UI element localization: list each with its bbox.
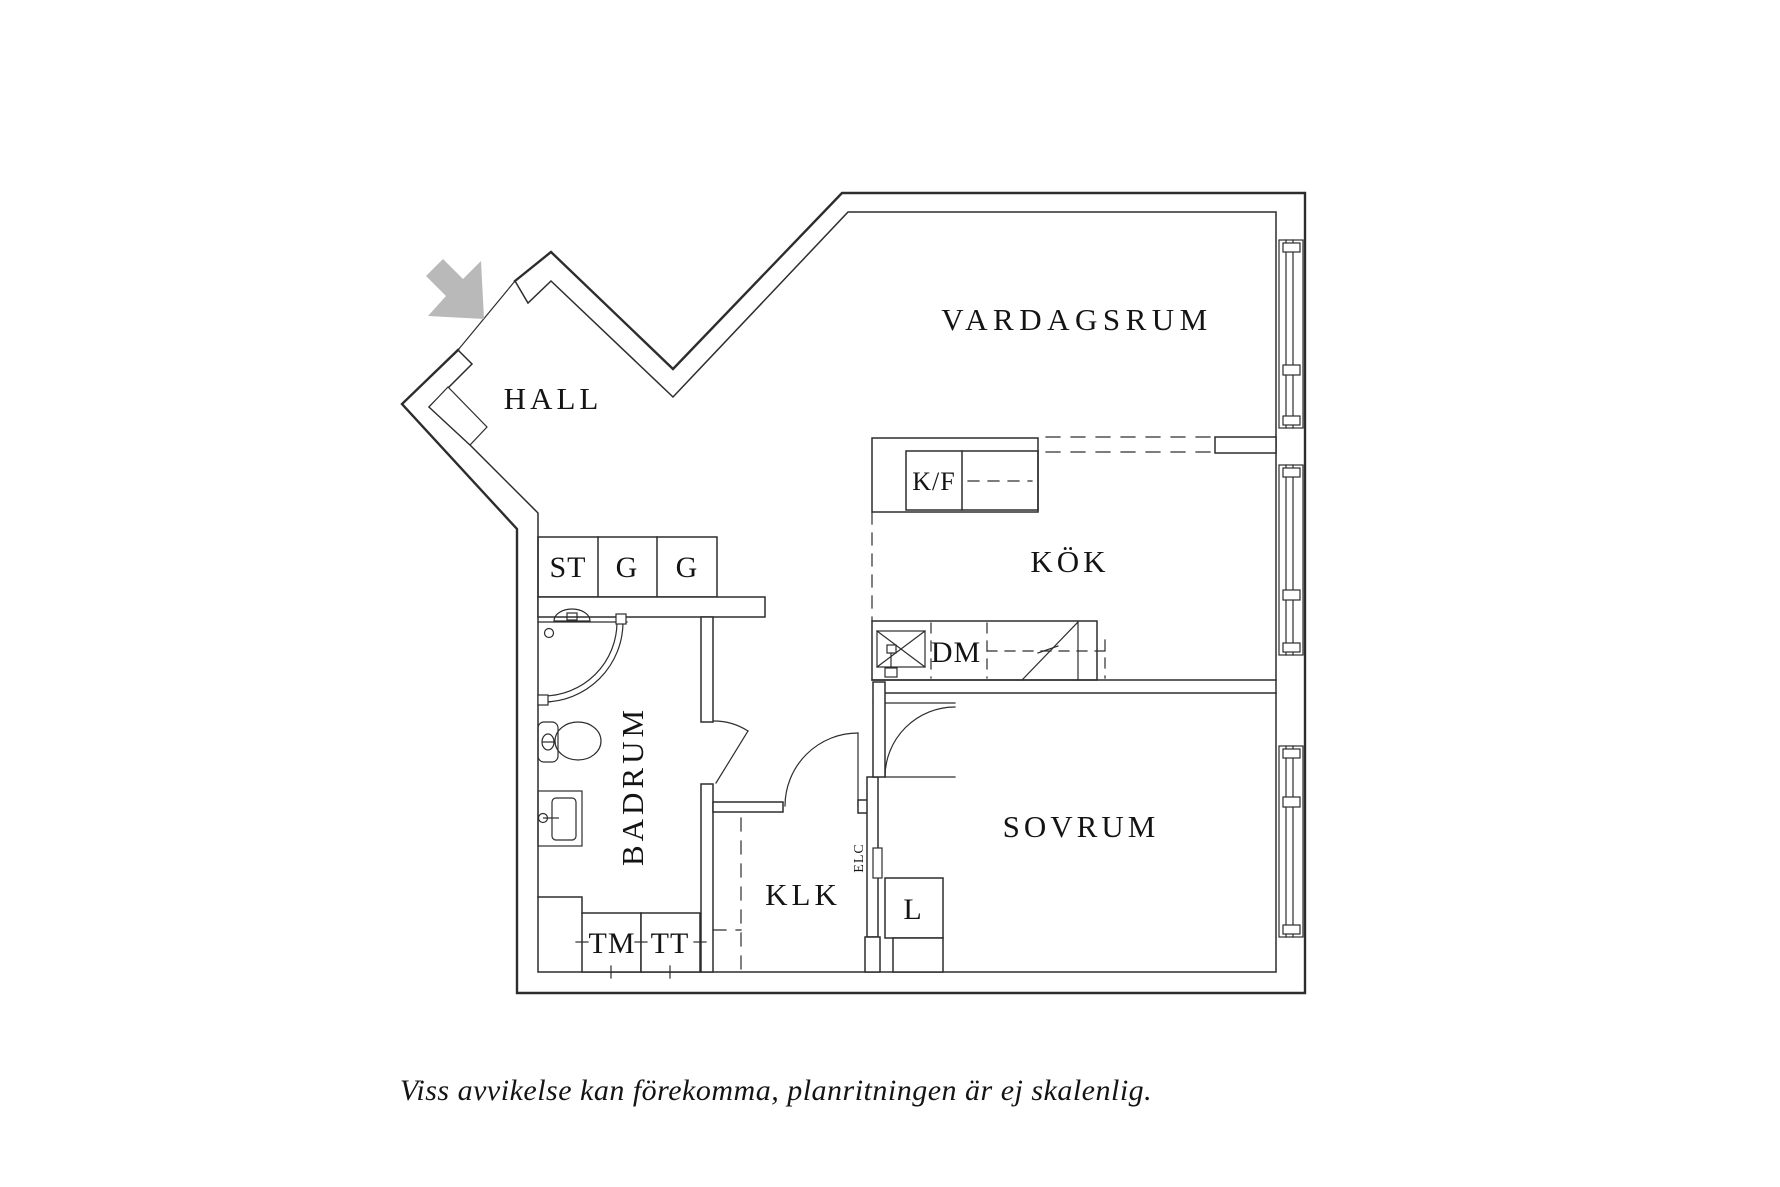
badrum-door-swing [713,720,749,732]
closet-label-g2: G [676,551,699,584]
closet-label-st: ST [549,551,586,584]
appliance-label-tt: TT [651,927,690,960]
closet-label-g1: G [616,551,639,584]
window-vardagsrum [1278,239,1304,429]
fixture-label-dm: DM [931,636,981,669]
closet-l [884,877,944,939]
sovrum-door-swing [884,706,956,778]
window-kok [1278,464,1304,656]
wall-hall-sovrum [872,681,886,778]
entrance-threshold [457,280,516,351]
wall-kok-sovrum [871,679,1277,704]
fixture-label-kf: K/F [912,467,955,496]
room-label-klk: KLK [765,877,841,912]
room-label-kok: KÖK [1030,544,1109,579]
outer-wall-boundary [400,191,1307,995]
entrance-door-leaf [428,386,488,446]
sink-center [886,644,897,654]
badrum-door-leaf [715,730,749,784]
fixture-label-elc: ELC [852,843,867,872]
stove-icon [1021,621,1079,681]
entrance-arrow-icon [426,259,484,319]
room-label-sovrum: SOVRUM [1003,809,1160,844]
wall-klk-notch [864,936,881,973]
partition-vardagsrum-kok [1045,436,1277,454]
window-sovrum [1278,745,1304,938]
wall-badrum-hall-upper [700,616,714,723]
fixture-label-l: L [903,893,922,926]
room-label-badrum: BADRUM [615,706,650,866]
kitchen-counter-kf [871,437,1039,513]
washer-dryer [575,912,707,979]
shower-head-icon [553,608,591,622]
toilet [537,721,602,763]
room-label-vardagsrum: VARDAGSRUM [941,302,1213,337]
bathroom-sink [537,790,583,847]
klk-door-swing [784,732,859,807]
room-label-hall: HALL [504,381,603,416]
wall-above-bathroom [537,596,766,618]
elc-cabinet [872,847,883,879]
appliance-label-tm: TM [589,927,636,960]
badrum-floor-step [537,896,583,914]
disclaimer-caption: Viss avvikelse kan förekomma, planritnin… [400,1074,1152,1107]
wall-badrum-klk [700,783,714,973]
shower [537,608,628,706]
kitchen-counter-dm [871,620,1106,681]
closet-l-lower [892,937,944,973]
wall-hall-klk [712,801,784,813]
